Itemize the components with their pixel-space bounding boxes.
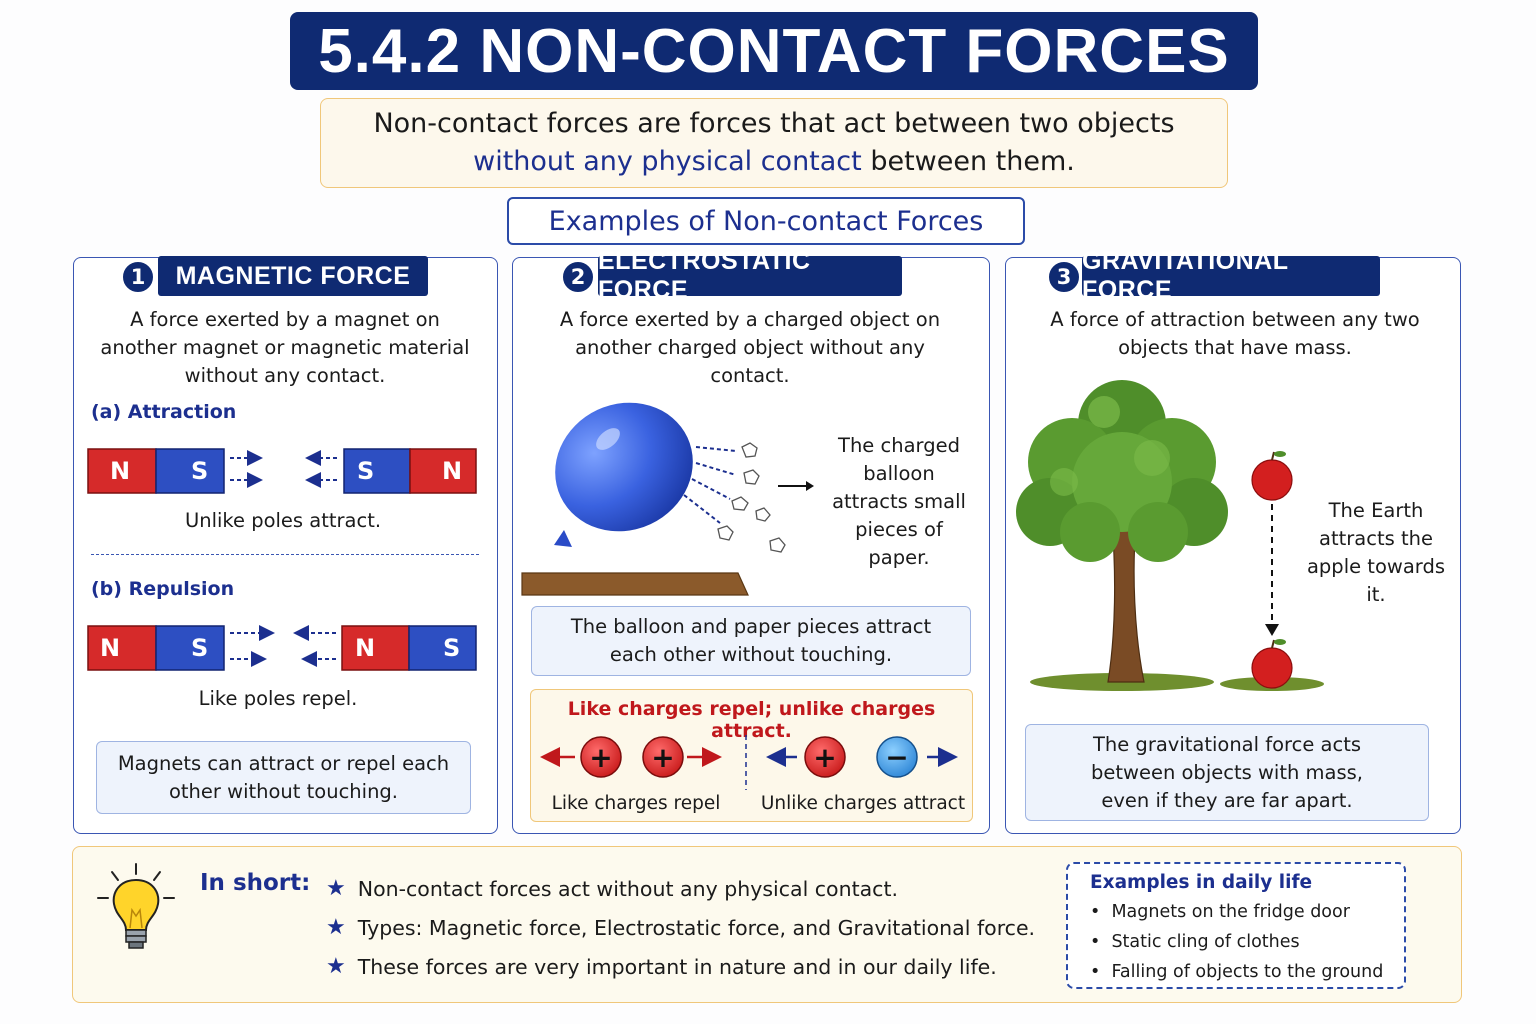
examples-heading: Examples of Non-contact Forces: [507, 197, 1025, 245]
falling-apple-icon: [1251, 451, 1293, 501]
daily-life-item-text: Magnets on the fridge door: [1111, 902, 1350, 922]
summary-label: In short:: [200, 870, 311, 896]
repel-magnet-right: N S: [341, 625, 477, 671]
magnet-left: N S: [87, 448, 225, 494]
summary-point-text: Non-contact forces act without any physi…: [357, 876, 899, 901]
ground-apple-icon: [1251, 639, 1293, 689]
electrostatic-description: A force exerted by a charged object on a…: [559, 308, 941, 387]
positive-charge-icon: [804, 736, 846, 778]
star-icon: ★: [326, 876, 346, 901]
page-title: 5.4.2 NON-CONTACT FORCES: [290, 12, 1258, 90]
unlike-charges-group: + −: [766, 736, 958, 778]
paper-pieces-icon: [717, 442, 786, 553]
like-charges-group: + +: [540, 736, 722, 778]
magnetic-force-panel: [73, 257, 498, 834]
gravitational-note: The gravitational force acts between obj…: [1025, 724, 1429, 821]
attraction-diagram: N S S N: [87, 448, 477, 494]
magnet-left-pole-2: S: [191, 457, 208, 485]
magnet-right-pole-2: N: [442, 457, 462, 485]
definition-line-2-rest: between them.: [861, 146, 1075, 177]
magnetic-number-badge: 1: [121, 260, 155, 294]
repulsion-arrows: [230, 625, 336, 667]
definition-highlight: without any physical contact: [473, 146, 862, 177]
charge-diagram: + + + −: [540, 735, 958, 790]
fall-path-arrow: [1265, 504, 1279, 636]
gravitational-description: A force of attraction between any two ob…: [1050, 308, 1420, 359]
magnet-right-pole-1: S: [357, 457, 374, 485]
negative-charge-symbol: −: [885, 741, 908, 774]
repulsion-diagram: N S N S: [87, 625, 477, 671]
summary-point: ★ These forces are very important in natu…: [326, 947, 1035, 986]
summary-point-text: Types: Magnetic force, Electrostatic for…: [357, 915, 1036, 940]
repel-left-pole-1: N: [100, 634, 120, 662]
attraction-label: (a) Attraction: [91, 401, 237, 423]
attraction-arrows: [230, 450, 337, 488]
daily-life-title: Examples in daily life: [1090, 872, 1313, 893]
negative-charge-icon: [876, 736, 918, 778]
star-icon: ★: [326, 954, 346, 979]
attraction-dashed-arrows: [683, 446, 737, 524]
summary-point-text: These forces are very important in natur…: [357, 954, 997, 979]
definition-line-2: without any physical contact between the…: [321, 143, 1227, 181]
definition-line-1: Non-contact forces are forces that act b…: [373, 108, 1175, 139]
electrostatic-number-badge: 2: [561, 260, 595, 294]
magnet-left-pole-1: N: [110, 457, 130, 485]
balloon-illustration: [521, 402, 786, 596]
summary-point: ★ Types: Magnetic force, Electrostatic fo…: [326, 908, 1035, 947]
magnet-right: S N: [343, 448, 477, 494]
electrostatic-force-title: ELECTROSTATIC FORCE: [598, 247, 902, 304]
repel-right-pole-2: S: [443, 634, 460, 662]
repel-left-pole-2: S: [191, 634, 208, 662]
gravitational-number-badge: 3: [1047, 260, 1081, 294]
positive-charge-icon: [580, 736, 622, 778]
repel-magnet-left: N S: [87, 625, 225, 671]
daily-life-list: • Magnets on the fridge door • Static cl…: [1090, 897, 1383, 987]
apple-caption: The Earth attracts the apple towards it.: [1306, 499, 1445, 606]
summary-point: ★ Non-contact forces act without any phys…: [326, 869, 1035, 908]
tree-icon: [1016, 380, 1228, 683]
positive-charge-symbol: +: [651, 741, 674, 774]
positive-charge-symbol: +: [813, 741, 836, 774]
daily-life-item-text: Static cling of clothes: [1111, 932, 1300, 952]
summary-points: ★ Non-contact forces act without any phys…: [326, 869, 1035, 986]
definition-box: Non-contact forces are forces that act b…: [320, 98, 1228, 188]
positive-charge-symbol: +: [589, 741, 612, 774]
daily-life-box: [1066, 862, 1406, 989]
balloon-icon: [554, 402, 693, 547]
lightbulb-icon: [97, 863, 175, 949]
daily-life-item: • Static cling of clothes: [1090, 932, 1300, 952]
repulsion-label: (b) Repulsion: [91, 578, 235, 600]
balloon-caption: The charged balloon attracts small piece…: [832, 434, 966, 569]
positive-charge-icon: [642, 736, 684, 778]
magnetic-force-title: MAGNETIC FORCE: [158, 256, 428, 296]
magnetic-note: Magnets can attract or repel each other …: [96, 741, 471, 814]
attraction-caption: Unlike poles attract.: [184, 509, 382, 532]
daily-life-item: • Falling of objects to the ground: [1090, 962, 1384, 982]
tree-apple-illustration: [1016, 380, 1324, 691]
electrostatic-note: The balloon and paper pieces attract eac…: [531, 606, 971, 676]
magnetic-description: A force exerted by a magnet on another m…: [100, 308, 470, 387]
daily-life-item-text: Falling of objects to the ground: [1111, 962, 1384, 982]
daily-life-item: • Magnets on the fridge door: [1090, 902, 1350, 922]
magnetic-divider: [91, 554, 479, 555]
unlike-charges-caption: Unlike charges attract: [760, 793, 966, 814]
charge-rule-text: Like charges repel; unlike charges attra…: [567, 698, 936, 742]
repulsion-caption: Like poles repel.: [198, 687, 358, 710]
star-icon: ★: [326, 915, 346, 940]
like-charges-caption: Like charges repel: [551, 793, 721, 814]
balloon-result-arrow: [778, 481, 814, 491]
gravitational-force-title: GRAVITATIONAL FORCE: [1082, 247, 1380, 304]
repel-right-pole-1: N: [355, 634, 375, 662]
table-surface: [521, 572, 749, 596]
